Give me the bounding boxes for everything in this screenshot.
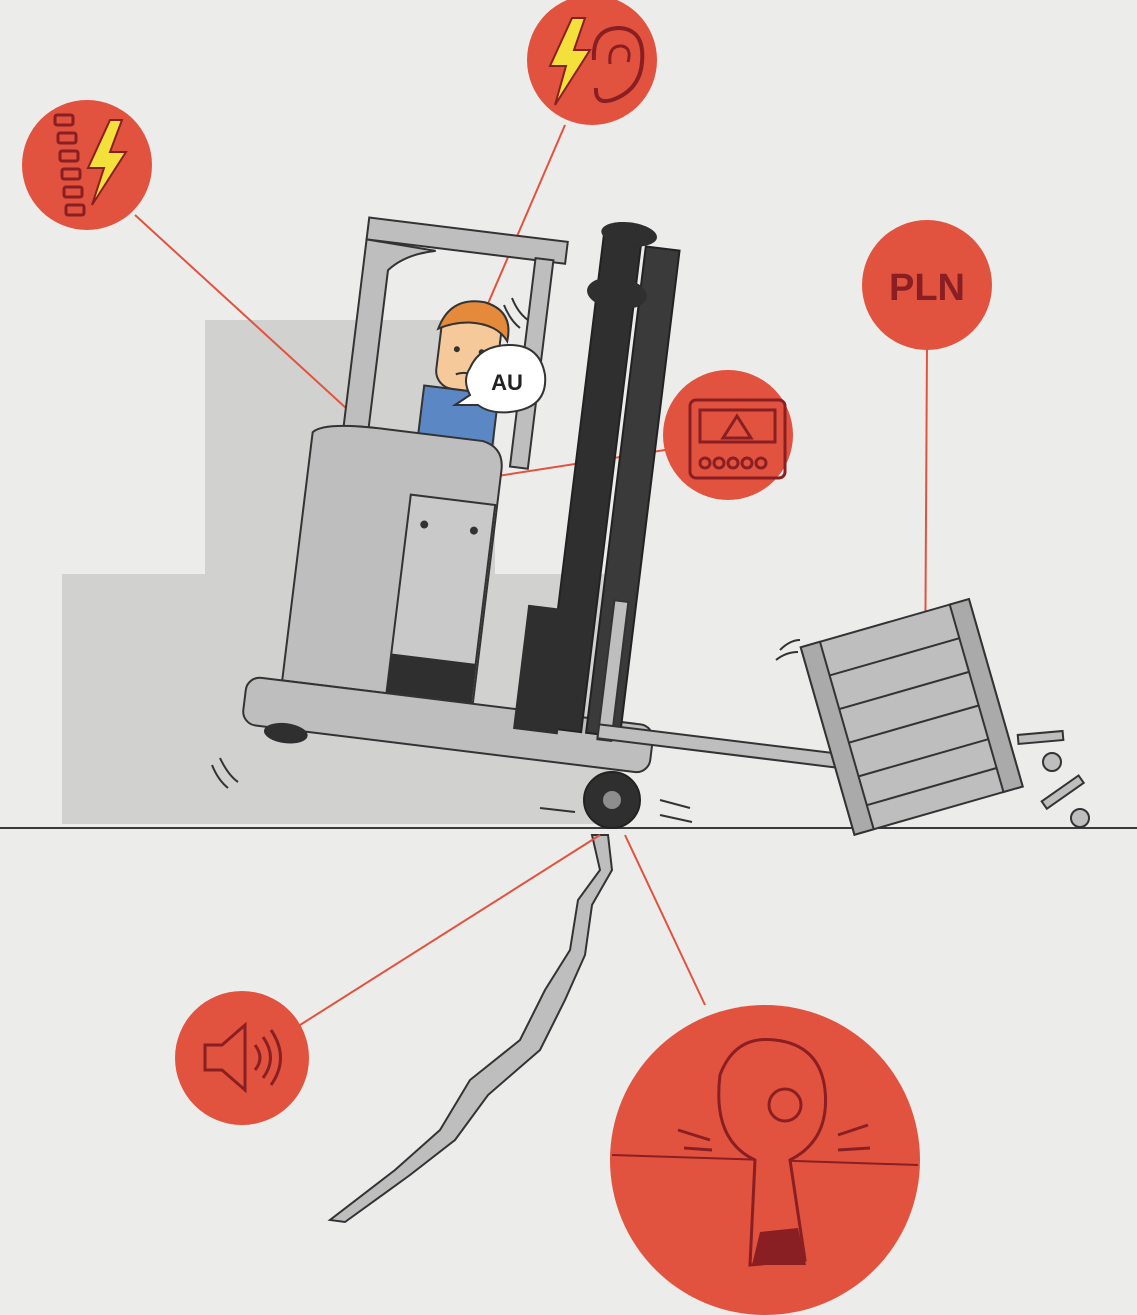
falling-crate xyxy=(801,599,1023,835)
forklift xyxy=(240,183,909,812)
hearing-damage-icon xyxy=(527,0,657,125)
floor-crack xyxy=(330,835,612,1222)
loose-bolts xyxy=(1018,731,1089,827)
back-pain-icon xyxy=(22,100,152,230)
damaged-wheel-icon xyxy=(610,1005,920,1315)
cost-icon: PLN xyxy=(862,220,992,350)
dashboard-warning-icon xyxy=(663,370,793,500)
speech-bubble-text: AU xyxy=(491,370,523,395)
noise-speaker-icon xyxy=(175,991,309,1125)
cost-badge-text: PLN xyxy=(889,267,965,309)
